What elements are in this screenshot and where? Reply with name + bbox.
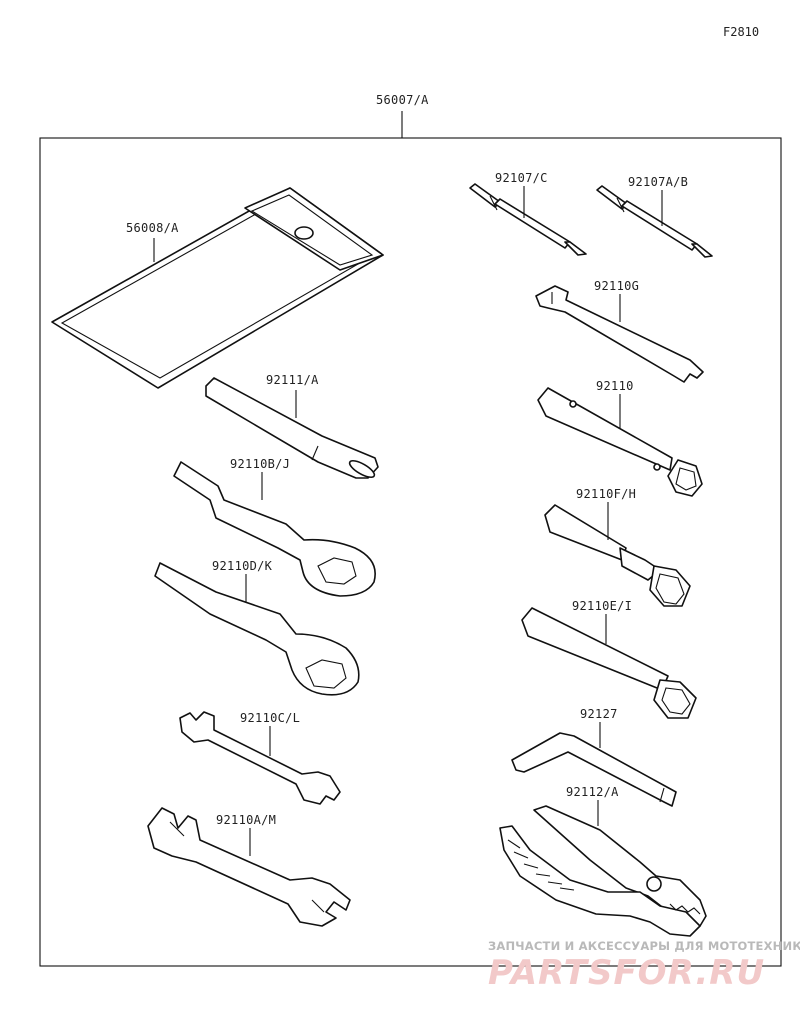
kit-label: 56007/A — [376, 93, 429, 107]
screwdriver-c — [469, 183, 587, 256]
watermark-site: PARTSFOR.RU — [488, 953, 765, 993]
tool-bag — [51, 187, 384, 389]
hex-key — [511, 732, 677, 807]
socket-wrench-fh — [544, 504, 691, 607]
label-screwdriver-c: 92107/C — [495, 171, 548, 185]
plier-grip-texture — [507, 839, 575, 891]
label-bag: 56008/A — [126, 221, 179, 235]
label-plug-wrench: 92110 — [596, 379, 634, 393]
box-wrench-bj — [173, 461, 376, 597]
spanner-g — [535, 285, 704, 383]
watermark-tagline: ЗАПЧАСТИ И АКСЕССУАРЫ ДЛЯ МОТОТЕХНИКИ — [488, 939, 800, 953]
label-hex-key: 92127 — [580, 707, 618, 721]
label-socket-ei: 92110E/I — [572, 599, 632, 613]
kit-frame — [39, 137, 782, 967]
label-pliers: 92112/A — [566, 785, 619, 799]
plug-wrench — [537, 387, 703, 497]
label-screwdriver-ab: 92107A/B — [628, 175, 688, 189]
socket-wrench-ei — [521, 607, 697, 719]
label-socket-fh: 92110F/H — [576, 487, 636, 501]
label-wrench-cl: 92110C/L — [240, 711, 300, 725]
screwdriver-ab — [596, 185, 713, 258]
pliers — [499, 805, 707, 937]
label-spanner-g: 92110G — [594, 279, 639, 293]
box-wrench-dk — [154, 562, 360, 696]
label-wrench-am: 92110A/M — [216, 813, 276, 827]
label-box-wrench-bj: 92110B/J — [230, 457, 290, 471]
label-box-wrench-dk: 92110D/K — [212, 559, 273, 573]
handle-bar — [205, 377, 379, 479]
label-handle: 92111/A — [266, 373, 319, 387]
wrench-am — [147, 807, 351, 927]
wrench-cl — [179, 711, 341, 805]
figure-code: F2810 — [723, 25, 759, 39]
